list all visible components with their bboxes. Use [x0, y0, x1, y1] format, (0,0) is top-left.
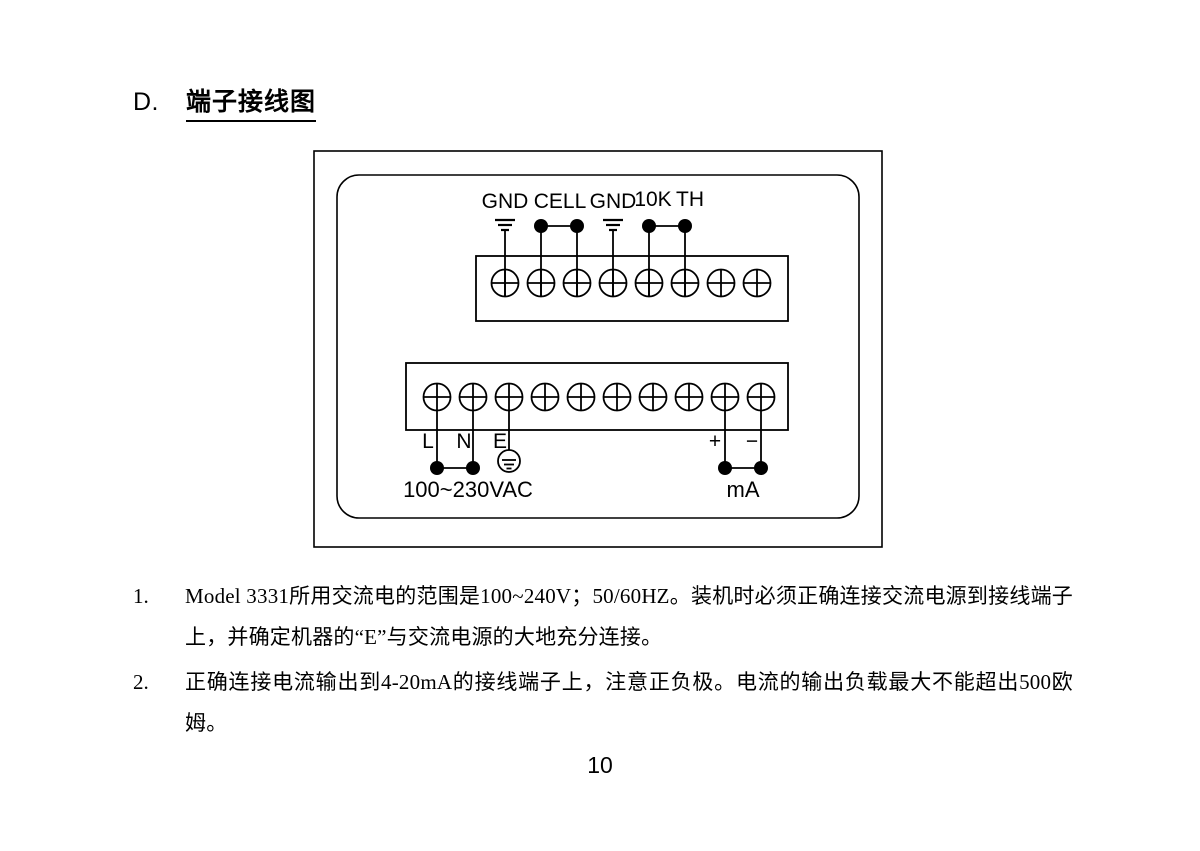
- bottom-terminal-10: [746, 382, 776, 412]
- note-number: 1.: [133, 584, 149, 608]
- note-text: Model 3331所用交流电的范围是100~240V；50/60HZ。装机时必…: [185, 584, 1073, 649]
- label-e: E: [493, 430, 507, 453]
- diagram-outer-frame: [313, 150, 883, 548]
- ac-dot-live: [430, 461, 444, 475]
- gnd-2-ground-symbol: [601, 218, 625, 232]
- label-gnd-1: GND: [482, 190, 529, 213]
- cell-dot-right: [570, 219, 584, 233]
- note-item: 2. 正确连接电流输出到4-20mA的接线端子上，注意正负极。电流的输出负载最大…: [133, 662, 1073, 744]
- note-item: 1. Model 3331所用交流电的范围是100~240V；50/60HZ。装…: [133, 576, 1073, 658]
- bottom-terminal-1: [422, 382, 452, 412]
- label-l: L: [422, 430, 434, 453]
- label-10k: 10K: [634, 188, 671, 211]
- label-th: TH: [676, 188, 704, 211]
- instrument-body-frame: [336, 174, 860, 519]
- bottom-terminal-3: [494, 382, 524, 412]
- label-plus: +: [709, 430, 721, 453]
- bottom-terminal-row: [422, 382, 776, 412]
- ac-dot-neutral: [466, 461, 480, 475]
- section-heading-marker: D.: [133, 88, 159, 116]
- earth-terminal-symbol: [497, 449, 521, 473]
- label-cell: CELL: [534, 190, 587, 213]
- thermistor-dot-left: [642, 219, 656, 233]
- ma-output-dot-pair: [718, 461, 768, 475]
- bottom-terminal-block: [405, 362, 789, 431]
- bottom-terminal-7: [638, 382, 668, 412]
- thermistor-dot-pair: [642, 219, 692, 233]
- ma-dot-negative: [754, 461, 768, 475]
- ac-supply-dot-pair: [430, 461, 480, 475]
- page-number: 10: [587, 752, 613, 778]
- bottom-terminal-4: [530, 382, 560, 412]
- top-terminal-7: [706, 268, 736, 298]
- terminal-wiring-diagram: GND CELL GND 10K TH: [313, 150, 883, 548]
- top-terminal-8: [742, 268, 772, 298]
- top-terminal-block: [475, 255, 789, 322]
- bottom-terminal-9: [710, 382, 740, 412]
- caption-ma-output: mA: [727, 477, 760, 502]
- gnd-1-ground-symbol: [493, 218, 517, 232]
- bottom-lead-wires: [436, 410, 762, 468]
- note-text: 正确连接电流输出到4-20mA的接线端子上，注意正负极。电流的输出负载最大不能超…: [185, 670, 1073, 735]
- section-heading-title: 端子接线图: [186, 82, 317, 122]
- cell-dot-left: [534, 219, 548, 233]
- caption-ac-voltage: 100~230VAC: [403, 477, 533, 502]
- bottom-terminal-6: [602, 382, 632, 412]
- notes-list: 1. Model 3331所用交流电的范围是100~240V；50/60HZ。装…: [133, 576, 1073, 748]
- section-heading: D. 端子接线图: [133, 82, 317, 122]
- bottom-terminal-2: [458, 382, 488, 412]
- note-number: 2.: [133, 670, 149, 694]
- bottom-terminal-5: [566, 382, 596, 412]
- label-minus: −: [746, 430, 758, 453]
- bottom-terminal-8: [674, 382, 704, 412]
- thermistor-dot-right: [678, 219, 692, 233]
- top-terminal-row: [490, 268, 772, 298]
- ma-dot-positive: [718, 461, 732, 475]
- top-lead-wires: [504, 230, 686, 296]
- cell-dot-pair: [534, 219, 584, 233]
- label-gnd-2: GND: [590, 190, 637, 213]
- label-n: N: [456, 430, 471, 453]
